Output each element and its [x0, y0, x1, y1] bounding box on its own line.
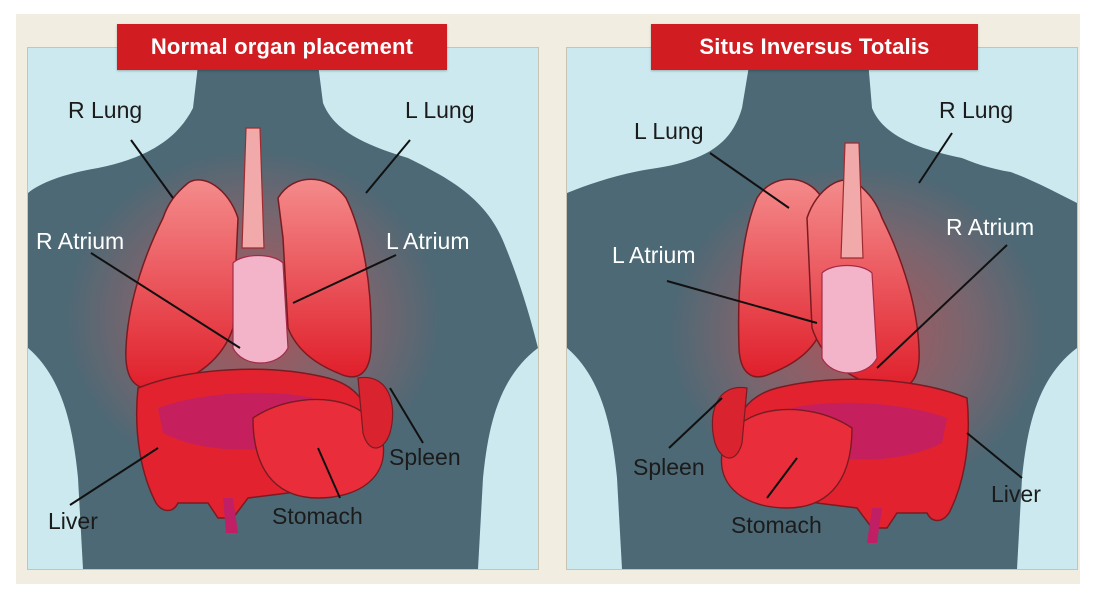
situs-inversus-panel — [566, 47, 1078, 570]
normal-anatomy-illustration — [28, 48, 538, 569]
situs-inversus-title: Situs Inversus Totalis — [651, 24, 978, 70]
label-stomach: Stomach — [272, 503, 363, 529]
leader-r-atrium — [876, 244, 1008, 369]
trachea-shape — [241, 127, 265, 249]
heart-shape — [232, 254, 289, 364]
heart-shape — [821, 264, 878, 374]
left-arm-gap — [567, 348, 622, 569]
leader-liver — [69, 447, 159, 506]
label-l-lung-inverted: L Lung — [634, 118, 704, 144]
left-arm-gap — [28, 348, 83, 569]
normal-placement-panel — [27, 47, 539, 570]
leader-lines — [69, 139, 424, 506]
right-arm-gap — [1017, 348, 1077, 569]
leader-r-lung — [130, 139, 174, 199]
vessel-shape — [223, 498, 238, 533]
spleen-shape — [357, 376, 394, 449]
leader-stomach — [317, 447, 341, 499]
vessel-shape — [867, 508, 882, 543]
label-l-atrium-inverted: L Atrium — [612, 242, 696, 268]
stomach-shape — [720, 408, 853, 509]
leader-r-lung — [918, 132, 953, 184]
spleen-shape — [711, 386, 748, 459]
leader-spleen — [668, 397, 723, 449]
label-stomach-inverted: Stomach — [731, 512, 822, 538]
label-r-lung: R Lung — [68, 97, 143, 123]
label-spleen-inverted: Spleen — [633, 454, 705, 480]
label-liver-inverted: Liver — [991, 481, 1041, 507]
leader-stomach — [766, 457, 798, 499]
leader-l-atrium — [292, 254, 397, 304]
normal-placement-title: Normal organ placement — [117, 24, 447, 70]
label-l-atrium: L Atrium — [386, 228, 470, 254]
leader-l-lung — [709, 152, 790, 209]
shoulder-gap — [907, 73, 1077, 175]
leader-l-atrium — [666, 280, 818, 324]
label-liver: Liver — [48, 508, 98, 534]
label-r-lung-inverted: R Lung — [939, 97, 1014, 123]
label-r-atrium-inverted: R Atrium — [946, 214, 1035, 240]
situs-inversus-illustration — [567, 48, 1077, 569]
leader-liver — [966, 432, 1023, 479]
leader-r-atrium — [90, 252, 241, 349]
leader-lines — [666, 132, 1023, 499]
left-lung-shape — [737, 178, 826, 378]
left-lung-shape — [277, 178, 373, 378]
label-l-lung: L Lung — [405, 97, 475, 123]
leader-spleen — [389, 387, 424, 444]
leader-l-lung — [365, 139, 411, 194]
trachea-shape — [840, 142, 864, 259]
label-spleen: Spleen — [389, 444, 461, 470]
right-arm-gap — [478, 348, 538, 569]
label-r-atrium: R Atrium — [36, 228, 125, 254]
